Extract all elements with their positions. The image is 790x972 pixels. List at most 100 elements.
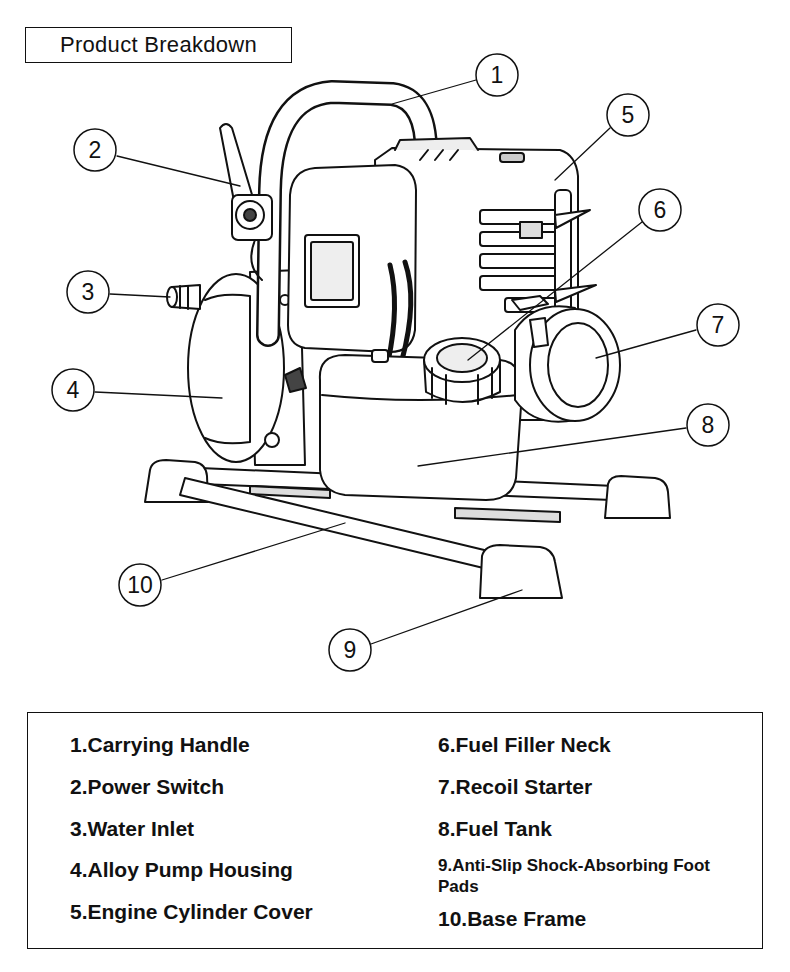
callout-number-text: 8 xyxy=(702,412,715,439)
engine-block xyxy=(395,138,478,150)
water-inlet xyxy=(167,285,200,309)
callout-number-text: 1 xyxy=(491,62,504,89)
leader-line xyxy=(418,428,686,466)
engine-block xyxy=(500,153,524,162)
leader-line xyxy=(162,523,345,580)
power-switch xyxy=(244,209,256,221)
callout-circle xyxy=(687,404,729,446)
callout-circle xyxy=(74,129,116,171)
part-name: 9.Anti-Slip Shock-Absorbing Foot Pads xyxy=(438,855,738,897)
fuel-tank xyxy=(372,350,388,362)
callout-number: 6 xyxy=(638,188,682,232)
callout-number-text: 4 xyxy=(67,377,80,404)
leader-line xyxy=(371,590,522,644)
callout-circle xyxy=(67,271,109,313)
engine-block xyxy=(420,150,458,160)
callout-number: 7 xyxy=(696,303,740,347)
callout-number: 1 xyxy=(475,53,519,97)
leader-line xyxy=(95,80,696,644)
callout-number: 5 xyxy=(606,93,650,137)
callout-number-text: 9 xyxy=(344,637,357,664)
air-filter-cover xyxy=(311,242,353,300)
callout-circle xyxy=(52,369,94,411)
callout-circle xyxy=(119,564,161,606)
power-switch xyxy=(220,124,272,280)
parts-list: 1.Carrying Handle 2.Power Switch 3.Water I… xyxy=(27,712,763,949)
engine-block xyxy=(555,210,590,228)
callout-circle xyxy=(476,54,518,96)
pump-housing xyxy=(265,433,279,447)
front-frame xyxy=(180,478,505,572)
engine-block xyxy=(480,254,558,268)
leader-line xyxy=(95,392,222,398)
air-filter-cover xyxy=(305,235,359,307)
fuel-filler-neck xyxy=(437,344,487,372)
callout-circle xyxy=(329,629,371,671)
part-name: 3.Water Inlet xyxy=(70,817,194,841)
front-frame xyxy=(145,460,562,598)
part-name: 1.Carrying Handle xyxy=(70,733,250,757)
leader-line xyxy=(117,156,240,186)
callout-number: 3 xyxy=(66,270,110,314)
callout-number: 9 xyxy=(328,628,372,672)
water-inlet xyxy=(179,286,181,308)
title-box: Product Breakdown xyxy=(25,27,292,63)
fuel-tank xyxy=(320,350,522,500)
callout-number: 10 xyxy=(118,563,162,607)
callout-number-text: 5 xyxy=(622,102,635,129)
engine-block xyxy=(480,210,558,224)
recoil-starter xyxy=(512,296,620,422)
leader-line xyxy=(468,222,642,360)
part-name: 8.Fuel Tank xyxy=(438,817,552,841)
fuel-filler-neck xyxy=(424,338,500,382)
recoil-starter xyxy=(512,296,548,310)
callout-number-text: 3 xyxy=(82,279,95,306)
back-rail xyxy=(455,508,560,522)
recoil-starter xyxy=(530,309,620,421)
callout-circle xyxy=(697,304,739,346)
power-switch xyxy=(251,240,262,280)
part-name: 2.Power Switch xyxy=(70,775,224,799)
air-filter-cover xyxy=(288,165,416,352)
callout-number: 4 xyxy=(51,368,95,412)
leader-line xyxy=(392,80,476,104)
callout-number-text: 6 xyxy=(654,197,667,224)
leader-line xyxy=(596,330,696,358)
callout-number-text: 10 xyxy=(127,572,153,599)
title-text: Product Breakdown xyxy=(60,32,257,58)
pump-housing xyxy=(205,295,250,444)
fuel-filler-neck xyxy=(431,368,433,398)
recoil-starter xyxy=(530,318,548,347)
leader-line xyxy=(110,294,170,297)
callout-number-text: 7 xyxy=(712,312,725,339)
fuel-filler-neck xyxy=(491,368,493,398)
fuel-filler-neck xyxy=(477,375,479,404)
back-rail xyxy=(605,476,670,518)
air-filter-cover xyxy=(388,265,395,362)
power-switch xyxy=(232,195,272,240)
engine-block xyxy=(520,222,542,238)
pump-housing xyxy=(285,368,306,392)
part-name: 10.Base Frame xyxy=(438,907,586,931)
callout-number: 8 xyxy=(686,403,730,447)
fuel-tank xyxy=(320,355,522,500)
callout-number: 2 xyxy=(73,128,117,172)
callout-circle xyxy=(607,94,649,136)
air-filter-cover xyxy=(288,165,416,362)
part-name: 5.Engine Cylinder Cover xyxy=(70,900,313,924)
water-inlet xyxy=(187,286,189,309)
air-filter-cover xyxy=(402,262,411,360)
part-name: 7.Recoil Starter xyxy=(438,775,592,799)
part-name: 4.Alloy Pump Housing xyxy=(70,858,293,882)
part-name: 6.Fuel Filler Neck xyxy=(438,733,611,757)
leader-line xyxy=(555,128,610,180)
power-switch xyxy=(236,201,264,229)
fuel-filler-neck xyxy=(445,375,447,404)
callout-number-text: 2 xyxy=(89,137,102,164)
callout-circle xyxy=(639,189,681,231)
engine-block xyxy=(555,285,596,302)
engine-block xyxy=(480,276,558,290)
recoil-starter xyxy=(548,323,608,407)
fuel-filler-neck xyxy=(424,338,500,404)
